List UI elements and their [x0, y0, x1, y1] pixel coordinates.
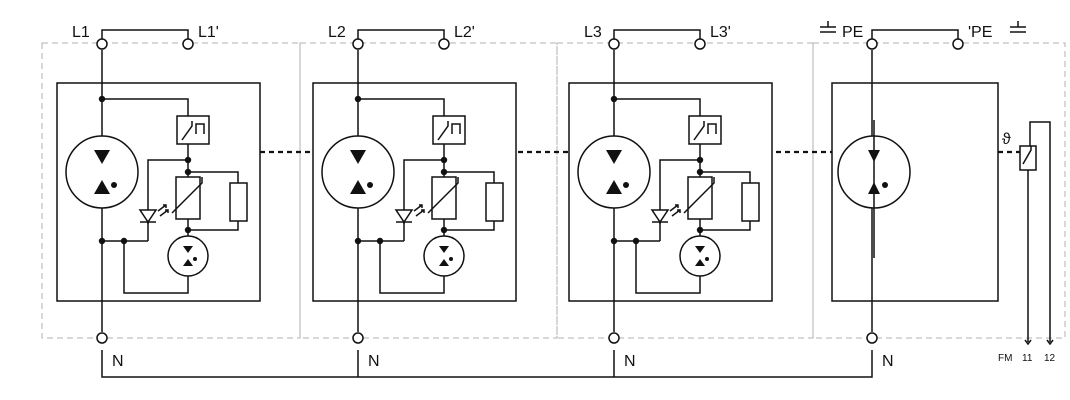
module-enclosure-3: [556, 42, 814, 339]
spark-gap-icon: [65, 135, 139, 209]
module-enclosure-pe: [812, 42, 1066, 339]
terminal-out: [438, 38, 450, 50]
terminal-n: [352, 332, 364, 344]
spark-gap-small-icon: [167, 235, 209, 277]
terminal-out: [182, 38, 194, 50]
terminal-out-label: L2': [454, 24, 475, 41]
fm-pin-12: 12: [1044, 353, 1056, 364]
terminal-n-label: N: [882, 353, 894, 370]
thermal-symbol: ϑ: [1002, 131, 1011, 148]
spark-gap-icon: [321, 135, 395, 209]
led-icon: [138, 204, 169, 224]
n-bus-line: [101, 350, 873, 378]
terminal-pe-label: PE: [842, 24, 863, 41]
ground-icon: [1010, 21, 1026, 33]
fm-label: FM: [998, 353, 1012, 364]
terminal-n-label: N: [112, 353, 124, 370]
module-enclosures: [41, 42, 1066, 339]
terminal-n-label: N: [624, 353, 636, 370]
terminal-in: [352, 38, 364, 50]
terminal-pe-out-label: 'PE: [968, 24, 992, 41]
terminal-n: [608, 332, 620, 344]
terminal-out-label: L1': [198, 24, 219, 41]
terminal-in: [96, 38, 108, 50]
resistor-icon: [229, 182, 248, 222]
module-pe: PE 'PE N: [820, 21, 1026, 370]
spark-gap-small-icon: [423, 235, 465, 277]
spark-gap-small-icon: [679, 235, 721, 277]
fm-terminal-12-icon: [1046, 330, 1054, 346]
terminal-n-label: N: [368, 353, 380, 370]
terminal-in-label: L2: [328, 24, 346, 41]
terminal-pe-out: [952, 38, 964, 50]
terminal-in: [608, 38, 620, 50]
terminal-in-label: L1: [72, 24, 90, 41]
terminal-out-label: L3': [710, 24, 731, 41]
terminal-pe: [866, 38, 878, 50]
module-enclosure-1: [41, 42, 301, 339]
terminal-n: [866, 332, 878, 344]
fm-terminal-11-icon: [1024, 330, 1032, 346]
resistor-icon: [741, 182, 760, 222]
fm-pin-11: 11: [1022, 353, 1033, 364]
module-1: L1 L1' N: [56, 24, 261, 370]
terminal-n: [96, 332, 108, 344]
terminal-out: [694, 38, 706, 50]
spark-gap-icon: [577, 135, 651, 209]
fm-contact: ϑ FM 11 12: [998, 121, 1056, 364]
fm-switch-icon: [1019, 145, 1037, 171]
module-3: L3 L3' N: [568, 24, 773, 370]
terminal-in-label: L3: [584, 24, 602, 41]
led-icon: [650, 204, 681, 224]
resistor-icon: [485, 182, 504, 222]
ground-icon: [820, 21, 836, 33]
module-2: L2 L2' N: [312, 24, 517, 370]
